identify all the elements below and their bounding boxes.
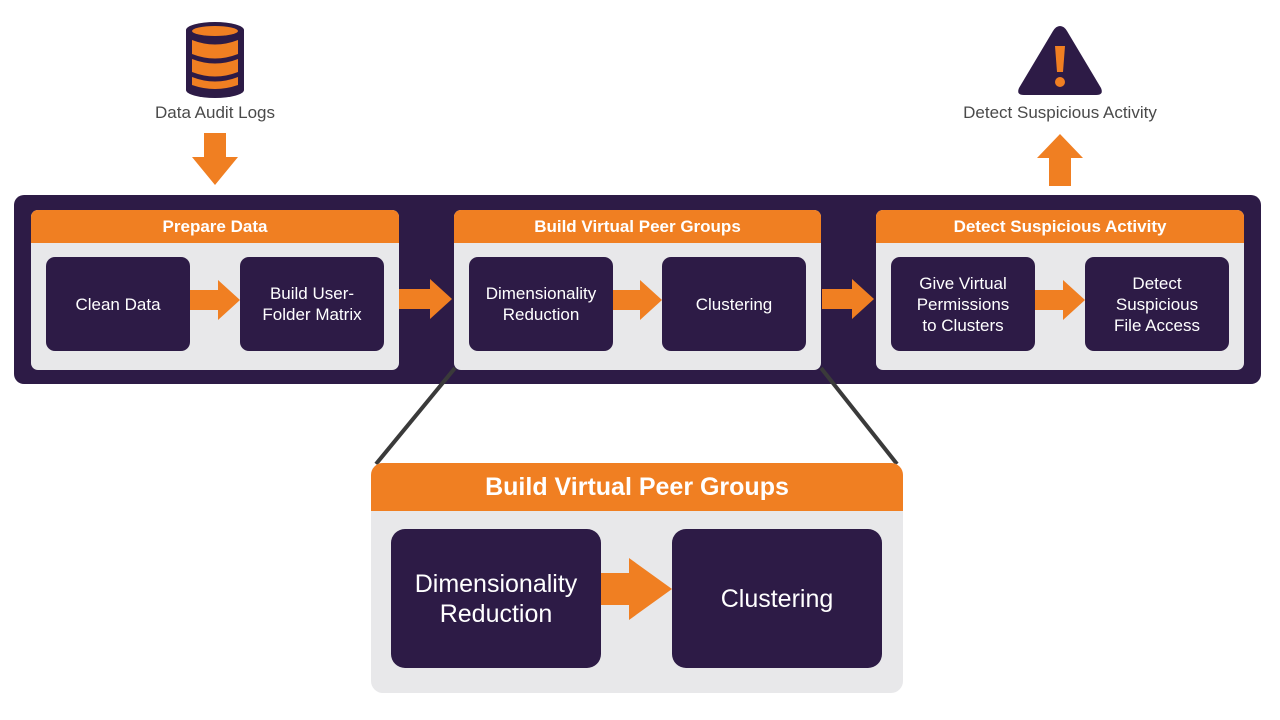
arrow-right-icon bbox=[601, 558, 672, 620]
step-detect-file-access: Detect Suspicious File Access bbox=[1085, 257, 1229, 351]
zoom-title: Build Virtual Peer Groups bbox=[371, 463, 903, 511]
stage-title: Prepare Data bbox=[31, 210, 399, 243]
zoom-step-dimensionality-reduction: Dimensionality Reduction bbox=[391, 529, 601, 668]
arrow-right-icon bbox=[613, 280, 662, 320]
input-label: Data Audit Logs bbox=[154, 103, 276, 122]
step-build-matrix: Build User-Folder Matrix bbox=[240, 257, 384, 351]
stage-title: Detect Suspicious Activity bbox=[876, 210, 1244, 243]
output-label: Detect Suspicious Activity bbox=[963, 103, 1157, 122]
up-arrow-icon bbox=[1037, 134, 1083, 186]
down-arrow-icon bbox=[192, 133, 238, 185]
step-clean-data: Clean Data bbox=[46, 257, 190, 351]
step-dimensionality-reduction: Dimensionality Reduction bbox=[469, 257, 613, 351]
database-icon bbox=[186, 22, 244, 98]
stage-title: Build Virtual Peer Groups bbox=[454, 210, 821, 243]
arrow-right-icon bbox=[822, 279, 874, 319]
zoom-step-clustering: Clustering bbox=[672, 529, 882, 668]
arrow-right-icon bbox=[190, 280, 240, 320]
step-clustering: Clustering bbox=[662, 257, 806, 351]
step-give-permissions: Give Virtual Permissions to Clusters bbox=[891, 257, 1035, 351]
arrow-right-icon bbox=[1035, 280, 1085, 320]
arrow-right-icon bbox=[399, 279, 452, 319]
warning-icon bbox=[1018, 26, 1102, 95]
